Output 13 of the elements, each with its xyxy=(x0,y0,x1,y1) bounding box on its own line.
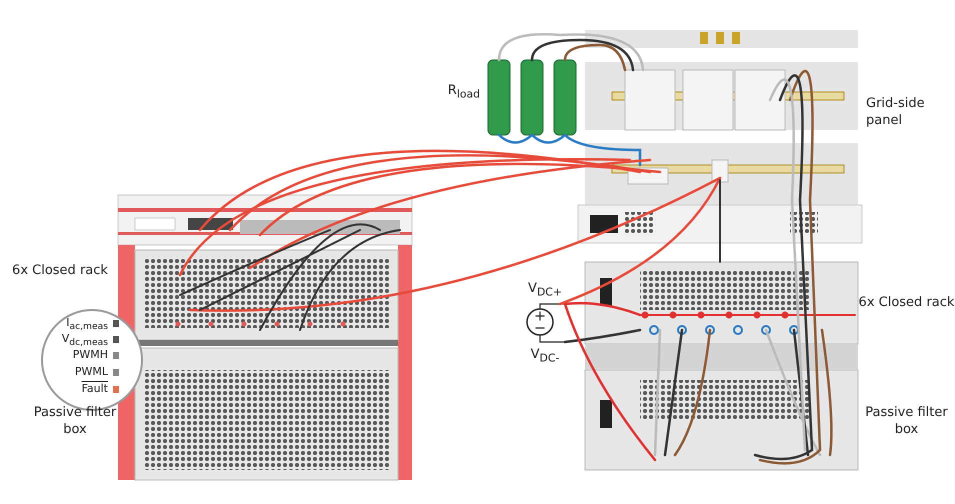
part-label: Passive filter box xyxy=(865,405,948,437)
terminal-label: V$_{DC-}$ xyxy=(530,347,560,362)
signal-label: Fault xyxy=(82,382,108,395)
part-label: 6x Closed rack xyxy=(12,263,108,278)
part-label: 6x Closed rack xyxy=(858,295,954,310)
signal-label: I$_{ac,meas}$ xyxy=(66,316,108,329)
terminal-label: V$_{DC+}$ xyxy=(528,281,562,296)
part-label: Passive filter box xyxy=(34,405,116,437)
part-label: R$_{load}$ xyxy=(448,83,480,98)
signal-label: PWML xyxy=(74,365,108,378)
signal-label: PWMH xyxy=(72,348,108,361)
signal-label: V$_{dc,meas}$ xyxy=(62,332,108,345)
part-label: Grid-side panel xyxy=(866,96,925,128)
